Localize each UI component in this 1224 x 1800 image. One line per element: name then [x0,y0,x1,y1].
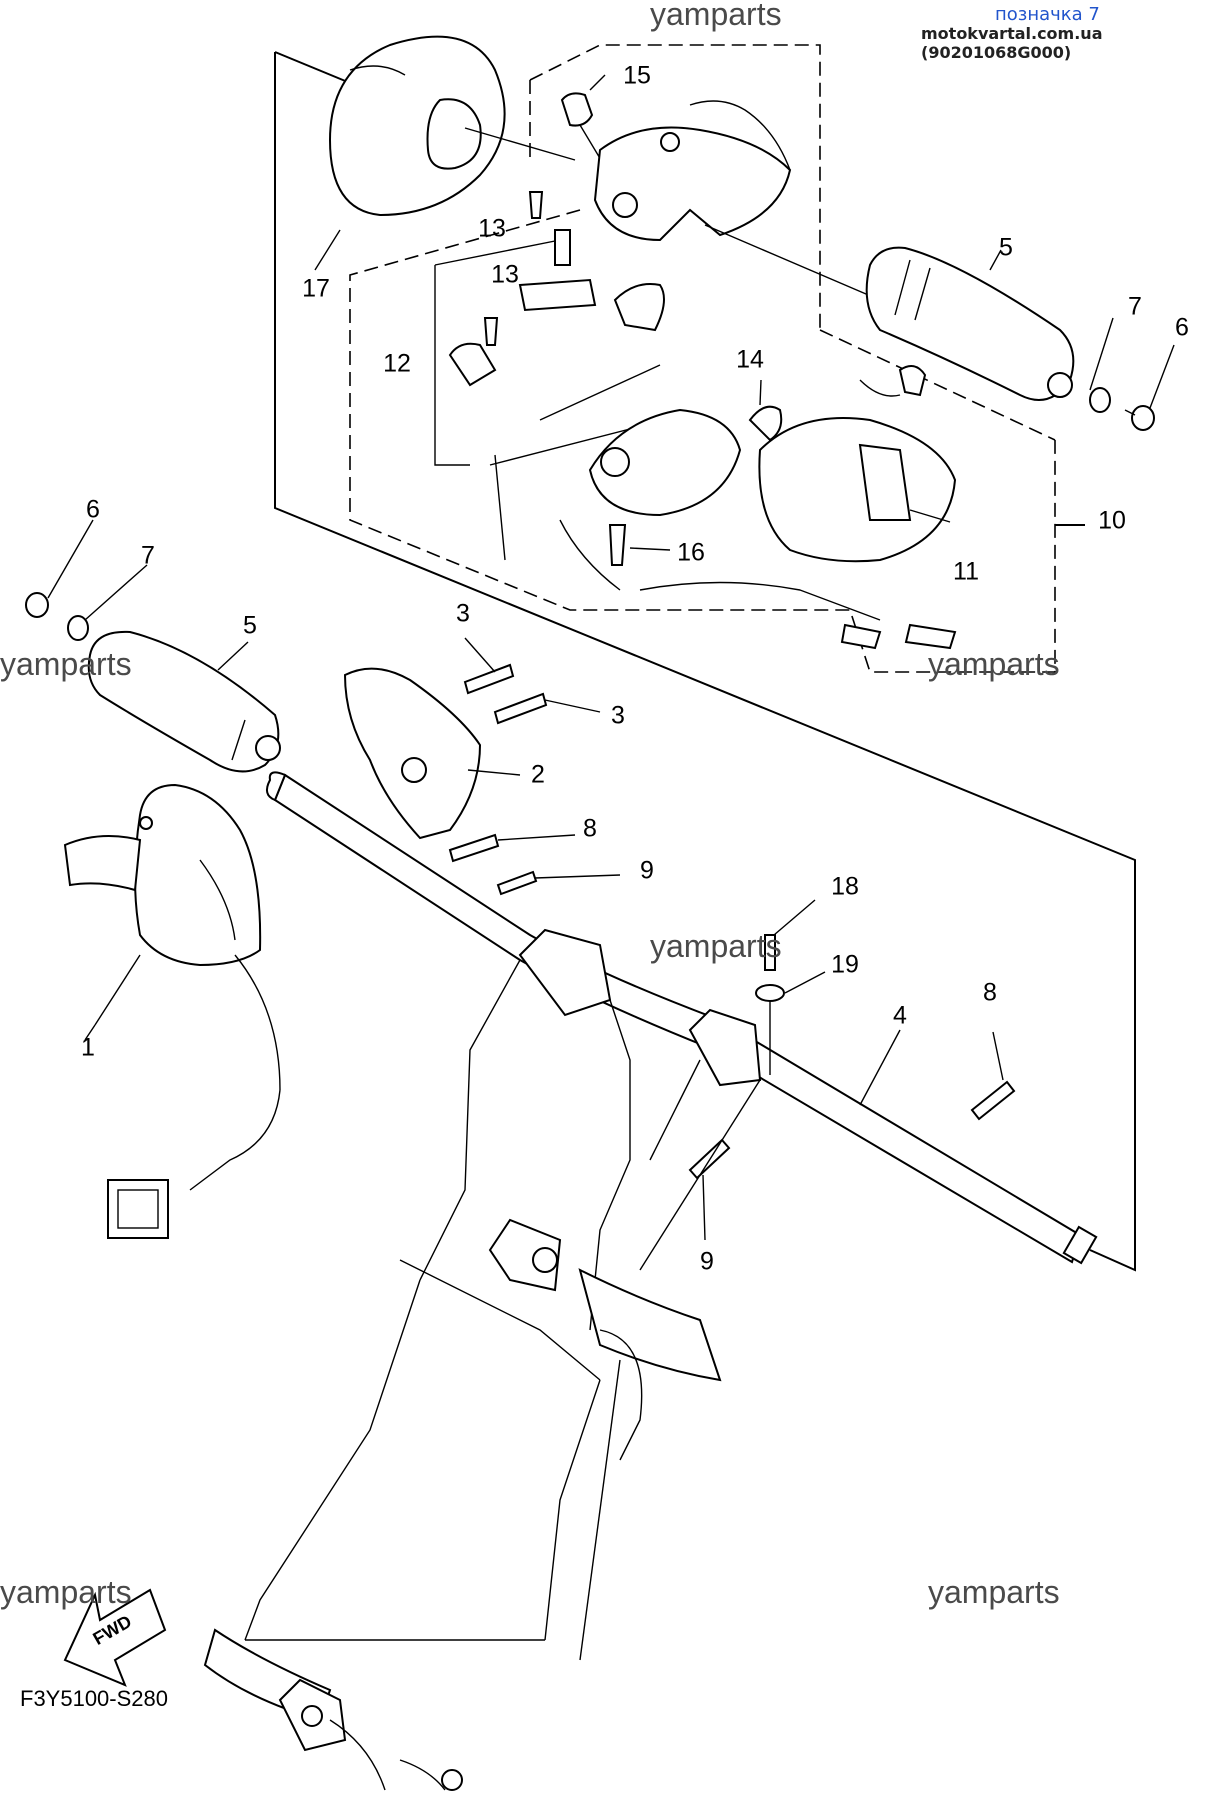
watermark: yamparts [0,646,132,682]
part-8-screw-right [970,1080,1016,1121]
part-5-right-grip [865,246,1075,401]
part-18-bolt [764,934,776,971]
callout-part-10: 10 [1098,506,1126,535]
callout-part-14: 14 [736,345,764,374]
part-13-screw-a [528,191,544,219]
watermark: yamparts [928,646,1060,682]
callout-part-1: 1 [81,1033,95,1062]
part-4-handlebar [265,771,1098,1265]
watermark: yamparts [928,1574,1060,1610]
callout-part-4: 4 [893,1001,907,1030]
callout-part-18: 18 [831,872,859,901]
part-19-washer [755,984,785,1002]
callout-part-17: 17 [302,274,330,303]
fwd-direction-arrow [63,1588,167,1687]
part-6-screw-right [1124,405,1155,431]
part-3-screw-lower [493,692,548,725]
part-16-screw [608,524,627,566]
watermark: yamparts [650,928,782,964]
callout-part-19: 19 [831,950,859,979]
callout-part-2: 2 [531,760,545,789]
part-9-screw-left [496,870,538,896]
part-7-washer-right [1089,387,1111,413]
watermark: yamparts [650,0,782,32]
part-13-screw-b [483,317,499,346]
part-2-bracket [343,667,482,840]
part-7-washer-left [67,615,89,641]
part-6-screw-left [25,592,49,618]
lower-leaders [47,519,1004,1241]
part-17-cover [314,35,576,271]
switch-base [559,408,742,591]
part-11-switch-unit [758,365,957,563]
callout-part-15: 15 [623,61,651,90]
callout-part-8: 8 [983,978,997,1007]
callout-part-3: 3 [456,599,470,628]
callout-part-11: 11 [953,557,979,586]
callout-part-9: 9 [640,856,654,885]
callout-part-16: 16 [677,538,705,567]
drawing-code: F3Y5100-S280 [20,1686,168,1711]
callout-part-8: 8 [583,814,597,843]
callout-part-9: 9 [700,1247,714,1276]
watermark: yamparts [0,1574,132,1610]
part-1-throttle-housing [63,783,281,1191]
callout-part-7: 7 [141,541,155,570]
assembly-frame [274,51,1136,1272]
part-5-left-grip [87,630,281,773]
header-reference: motokvartal.com.ua (90201068G000) [921,24,1103,62]
callout-part-12: 12 [383,349,411,378]
wiring-harness [639,581,957,650]
callout-part-13: 13 [478,214,506,243]
callout-part-5: 5 [243,611,257,640]
connector-block [107,1179,169,1239]
steering-column [203,928,762,1791]
switch-housing-upper [593,100,881,301]
callout-part-7: 7 [1128,292,1142,321]
callout-part-6: 6 [86,495,100,524]
callout-part-3: 3 [611,701,625,730]
part-8-screw-left [448,833,500,863]
switch-assembly-dashed-frame [349,44,1085,673]
callout-part-6: 6 [1175,313,1189,342]
callout-part-5: 5 [999,233,1013,262]
upper-leaders [629,249,1175,551]
part-14-grommet [748,405,783,442]
callout-part-13: 13 [491,260,519,289]
header-label: позначка 7 [995,4,1100,25]
part-3-screw-upper [463,663,515,695]
